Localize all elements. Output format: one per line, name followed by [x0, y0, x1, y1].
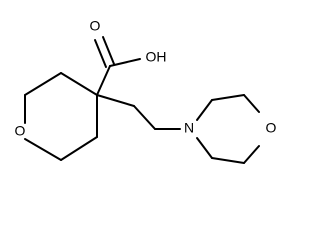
- bond-ch2-ch2: [133, 105, 156, 130]
- molecule-drawing: O OH O N O: [15, 18, 277, 164]
- bond-morpholine-c2-c3: [211, 94, 245, 101]
- bond-morpholine-c6-n: [196, 137, 213, 159]
- bond-carboxyl-double-b: [102, 36, 115, 65]
- oxane-oxygen-label: O: [15, 123, 26, 139]
- morpholine-oxygen-label: O: [266, 120, 277, 136]
- bond-c4-carboxyl: [96, 65, 111, 96]
- carbonyl-oxygen-label: O: [90, 18, 101, 34]
- morpholine-ring: [196, 94, 260, 164]
- bond-oxane-c3-c2: [24, 72, 62, 96]
- bond-carboxyl-hydroxyl: [109, 58, 141, 67]
- bond-morpholine-o-c5: [243, 145, 260, 164]
- morpholine-nitrogen-label: N: [184, 120, 194, 136]
- bond-oxane-c6-c5: [60, 136, 98, 161]
- oxane-ring: [24, 72, 98, 161]
- bond-c4-ch2: [96, 94, 135, 107]
- hydroxyl-label: OH: [146, 49, 167, 65]
- bond-carboxyl-double-a: [94, 39, 107, 68]
- ethyl-linker: [96, 94, 181, 130]
- bond-oxane-c4-c3: [60, 72, 98, 96]
- bond-morpholine-c3-o: [243, 94, 260, 113]
- carboxylic-acid-group: [94, 36, 141, 96]
- bond-morpholine-n-c2: [196, 99, 213, 121]
- bond-oxane-o-c6: [24, 138, 62, 161]
- structure-diagram: O OH O N O: [14, 17, 277, 164]
- bond-morpholine-c5-c6: [211, 157, 245, 164]
